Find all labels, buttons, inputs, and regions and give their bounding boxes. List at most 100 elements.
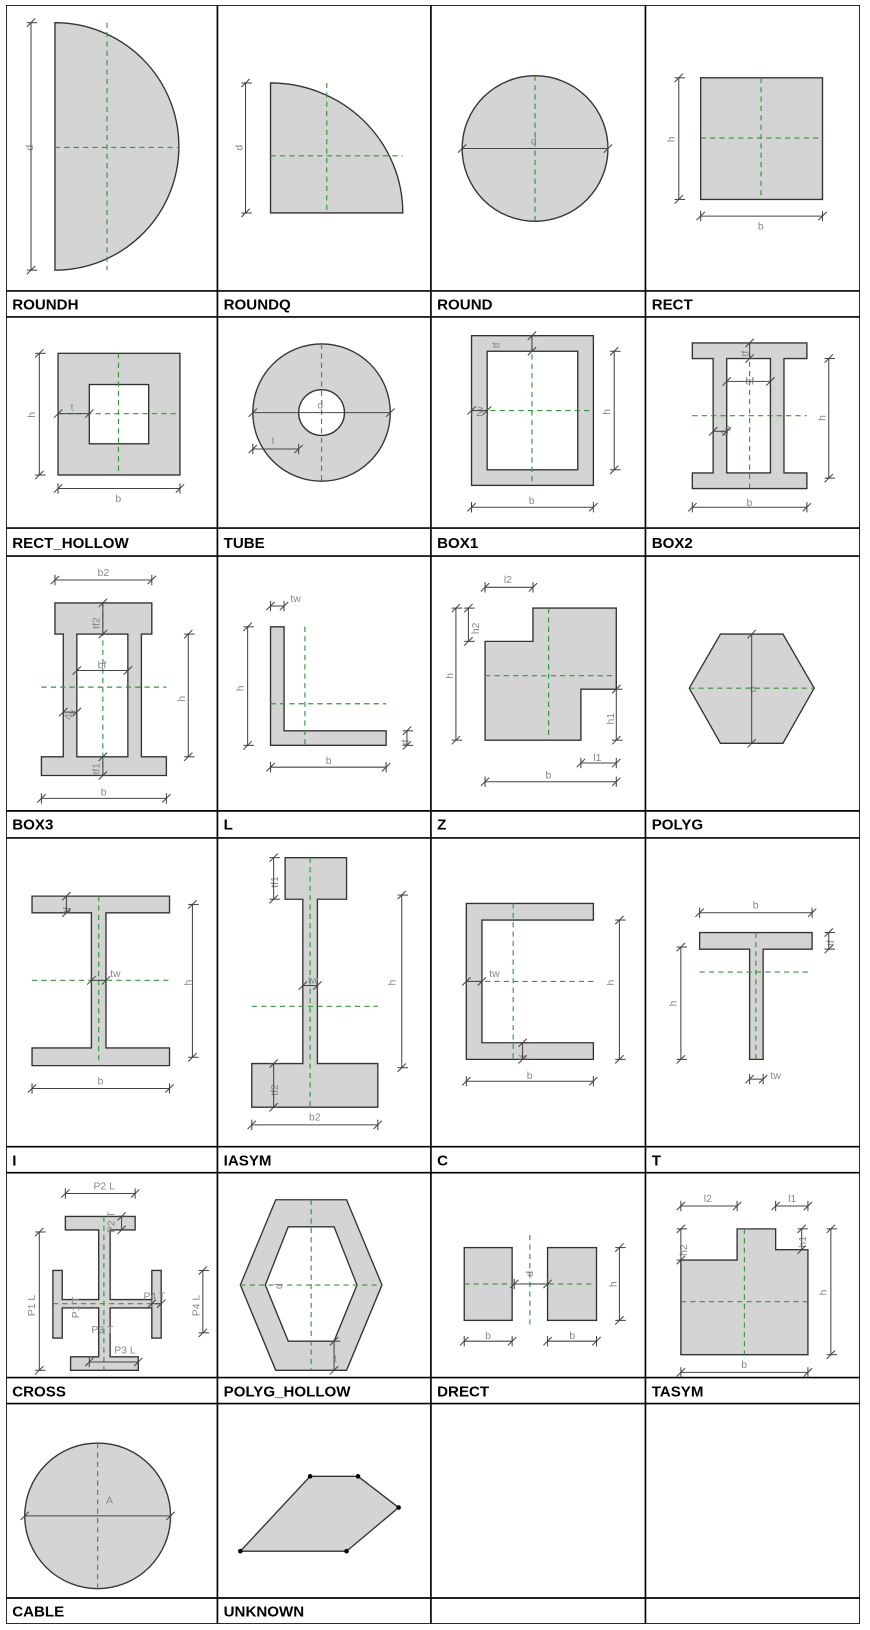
- dim-label: h: [445, 673, 456, 679]
- tasym-section-drawing: l2 l1 h2 h1 h b: [676, 1194, 838, 1378]
- dimension-line: [611, 684, 623, 745]
- caption-z: Z: [437, 817, 446, 834]
- dim-label: tw: [489, 969, 500, 980]
- dimension-line: [824, 354, 836, 483]
- dimension-line: [459, 1335, 517, 1347]
- dimension-line: [824, 927, 836, 954]
- dim-label: tw: [475, 406, 486, 417]
- vertex-point: [307, 1474, 313, 1479]
- caption-roundq: ROUNDQ: [224, 297, 291, 314]
- caption-roundh: ROUNDH: [12, 297, 78, 314]
- dim-label: b: [101, 787, 107, 798]
- dimension-line: [527, 331, 539, 356]
- dimension-line: [745, 338, 756, 364]
- dim-label: tf: [826, 940, 837, 946]
- dim-label: h: [819, 1289, 830, 1295]
- polyg-section-drawing: d: [688, 629, 815, 748]
- dimension-line: [20, 1510, 176, 1522]
- dimension-line: [676, 1224, 688, 1265]
- cross-section-drawing: P2 L P2 T P1 L P1 T P4 L P4 T P3 T P3 L: [27, 1181, 210, 1375]
- dimension-line: [60, 1188, 140, 1199]
- dimension-line: [543, 1335, 602, 1347]
- dimension-line: [117, 1211, 128, 1235]
- dimension-line: [676, 942, 688, 1064]
- dimension-line: [58, 706, 82, 718]
- caption-polyg: POLYG: [652, 817, 703, 834]
- dimension-line: [402, 726, 414, 750]
- dim-label: b: [753, 901, 759, 912]
- i-section-drawing: tf tw h b: [27, 891, 199, 1094]
- dim-label: t: [272, 436, 275, 447]
- dimension-line: [248, 443, 304, 455]
- vertex-point: [355, 1474, 361, 1479]
- dimension-line: [241, 78, 252, 218]
- dimension-line: [518, 1038, 529, 1064]
- dim-label: h: [669, 1000, 680, 1006]
- dimension-line: [265, 761, 391, 773]
- dimension-line: [183, 629, 195, 762]
- z-section-drawing: l2 h2 h h1 l1 b: [445, 575, 623, 787]
- dimension-line: [34, 348, 46, 480]
- dimension-line: [708, 426, 732, 437]
- dimension-line: [687, 502, 812, 513]
- dimension-line: [34, 1227, 46, 1375]
- dimension-line: [461, 976, 487, 987]
- box3-section-drawing: b2 tf2 bf tw h tf1 b: [36, 568, 195, 804]
- dimension-line: [747, 629, 758, 748]
- captions: ROUNDH ROUNDQ ROUND RECT RECT_HOLLOW TUB…: [12, 297, 703, 1621]
- dim-label: b: [98, 1076, 104, 1087]
- dim-label: P4 T: [143, 1292, 165, 1303]
- box2-section-drawing: tf bf tw h b: [687, 338, 836, 513]
- dimension-line: [298, 980, 322, 991]
- dim-label: l1: [788, 1194, 796, 1205]
- dim-label: P3 T: [91, 1325, 113, 1336]
- caption-cross: CROSS: [12, 1383, 66, 1400]
- dim-label: h1: [798, 1236, 809, 1248]
- rect-section-drawing: h b: [667, 73, 828, 233]
- dimension-line: [609, 346, 621, 475]
- dim-label: tf1: [270, 876, 281, 888]
- dim-label: tw: [770, 1071, 781, 1082]
- c-section-drawing: tw h tf b: [461, 902, 626, 1087]
- dim-label: h: [235, 685, 246, 691]
- dim-label: b: [115, 494, 121, 505]
- dim-label: tf1: [92, 763, 103, 775]
- dim-label: b2: [309, 1113, 321, 1124]
- dim-label: h: [27, 412, 38, 418]
- dimension-line: [614, 915, 626, 1064]
- dim-label: tw: [110, 969, 121, 980]
- dimension-line: [745, 1073, 768, 1085]
- dimension-line: [576, 757, 621, 769]
- dim-label: h1: [606, 713, 617, 725]
- dimension-line: [467, 502, 598, 513]
- dim-label: d: [234, 145, 245, 151]
- caption-iasym: IASYM: [224, 1152, 272, 1169]
- dim-label: tf2: [92, 617, 103, 629]
- dim-label: P3 L: [114, 1346, 136, 1357]
- dim-label: l2: [704, 1194, 712, 1205]
- dimension-line: [269, 853, 280, 904]
- dim-label: P1 T: [71, 1296, 82, 1318]
- dimension-line: [676, 1367, 813, 1378]
- caption-polyg-hollow: POLYG_HOLLOW: [224, 1383, 352, 1400]
- dimension-line: [269, 1059, 280, 1112]
- vertex-point: [396, 1505, 401, 1510]
- caption-i: I: [12, 1152, 16, 1169]
- dimension-line: [26, 18, 38, 275]
- dim-label: tf: [63, 907, 74, 913]
- dimension-line: [722, 376, 775, 387]
- dim-label: t: [334, 1354, 337, 1365]
- dimension-line: [147, 1298, 166, 1309]
- dimension-line: [397, 890, 409, 1073]
- dimension-line: [457, 143, 613, 154]
- dim-label: b: [758, 222, 764, 233]
- dimension-line: [86, 975, 111, 986]
- dim-label: bf: [98, 660, 107, 671]
- dim-label: h: [388, 980, 399, 986]
- dim-label: P2 L: [93, 1181, 115, 1192]
- drect-section-drawing: d h b b: [459, 1235, 626, 1347]
- l-section-drawing: tw h tf b: [235, 594, 414, 773]
- dimension-line: [187, 899, 199, 1062]
- dimension-line: [480, 582, 538, 593]
- dim-label: b: [746, 498, 752, 509]
